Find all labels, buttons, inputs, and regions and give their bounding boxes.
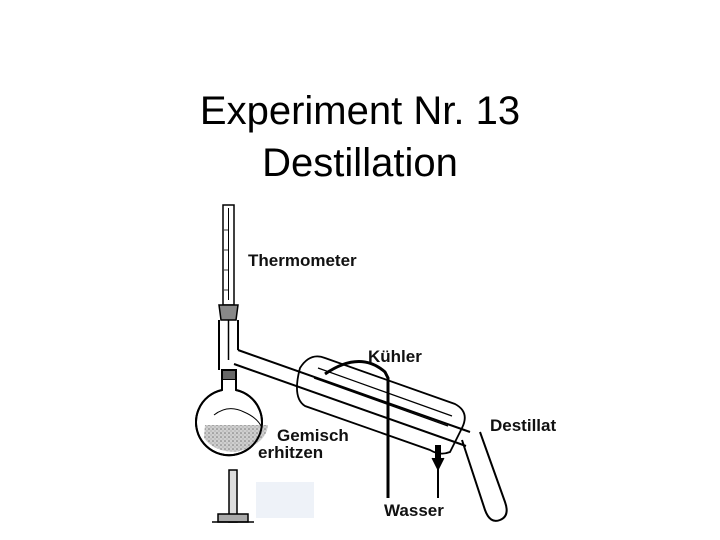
condenser — [233, 349, 471, 455]
mixture-label-line-1: Gemisch — [277, 426, 349, 445]
condenser-label: Kühler — [368, 347, 422, 366]
thermometer — [218, 204, 239, 360]
slide-title-line-2: Destillation — [262, 141, 458, 185]
water-hoses — [324, 360, 445, 498]
distillate-label: Destillat — [490, 416, 557, 435]
thermometer-label: Thermometer — [248, 251, 357, 270]
distillation-head — [218, 320, 239, 381]
water-label: Wasser — [384, 501, 444, 520]
round-bottom-flask — [195, 380, 268, 457]
slide-title-line-1: Experiment Nr. 13 — [199, 89, 521, 133]
faded-background-patch — [256, 482, 314, 518]
bunsen-burner — [212, 469, 254, 523]
receiving-tube — [461, 431, 508, 522]
mixture-label-line-2: erhitzen — [258, 443, 324, 462]
